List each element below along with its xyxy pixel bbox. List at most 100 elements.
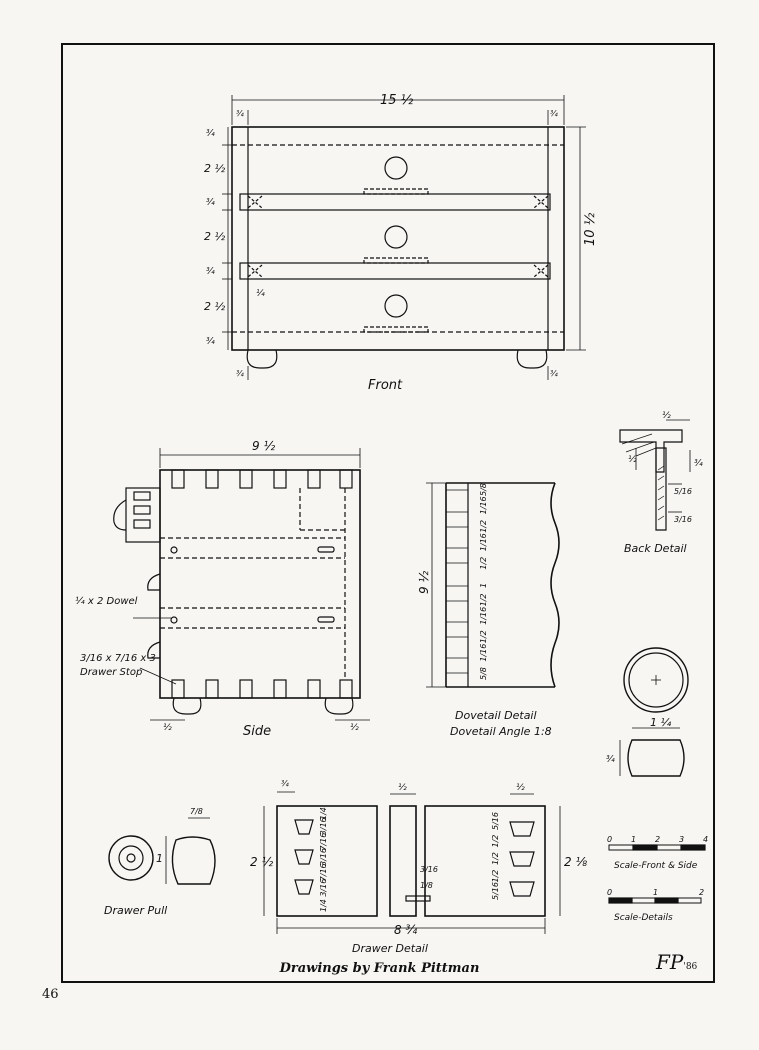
side-foot-left xyxy=(172,697,202,715)
dovetail-pin-label-10: 5/8 xyxy=(479,667,488,680)
sheet-border xyxy=(61,43,715,983)
side-label: Side xyxy=(243,724,272,739)
signature-year: '86 xyxy=(683,962,698,972)
front-rail-1 xyxy=(239,193,551,211)
dovetail-pin-label-4: 1/2 xyxy=(479,557,488,570)
front-drawer-dim-1: 2 ½ xyxy=(204,162,225,175)
front-top-right-dim: ¾ xyxy=(550,109,558,118)
drawer-back-label-4: 5/16 xyxy=(491,882,500,900)
side-half-right-dim: ½ xyxy=(350,723,359,733)
front-quarter-dim: ¼ xyxy=(256,289,265,299)
drawer-pull-label: Drawer Pull xyxy=(104,904,168,917)
drawer-front-height-dim: 2 ½ xyxy=(250,855,273,869)
dovetail-pin-label-6: 1/2 xyxy=(479,594,488,607)
drawer-back-labels: 5/161/21/21/25/16 xyxy=(491,812,500,900)
back-dim-a: ½ xyxy=(662,411,671,421)
dovetail-pin-label-9: 1/16 xyxy=(479,644,488,662)
dovetail-pin-label-7: 1/16 xyxy=(479,607,488,625)
drawer-front-label-1: 3/16 xyxy=(319,817,328,835)
drawer-back-label-3: 1/2 xyxy=(491,870,500,883)
drawer-stop-label: Drawer Stop xyxy=(80,667,143,678)
drawer-front-label-2: 7/16 xyxy=(319,833,328,851)
dovetail-detail xyxy=(426,482,560,688)
scale-details-label: Scale-Details xyxy=(614,913,673,923)
side-front-profile xyxy=(125,487,161,543)
front-foot-left-dim: ¾ xyxy=(236,369,244,378)
drawer-detail xyxy=(263,791,561,934)
dovetail-pin-label-3: 1/16 xyxy=(479,533,488,551)
drawer-front-thick-dim: ¾ xyxy=(281,779,289,788)
side-view xyxy=(113,448,370,721)
dovetail-pin-labels: 5/81/161/21/161/211/21/161/21/165/8 xyxy=(479,483,488,680)
pull-width-dim: 1 ¼ xyxy=(650,716,671,729)
dovetail-pin-label-2: 1/2 xyxy=(479,520,488,533)
drawer-back-label-0: 5/16 xyxy=(491,812,500,830)
front-rail-dim-1: ¾ xyxy=(206,129,215,139)
side-width-dim: 9 ½ xyxy=(252,439,275,453)
front-foot-right xyxy=(516,349,548,369)
scale-fs-tick-4: 4 xyxy=(703,835,708,844)
drawer-front-label-6: 1/4 xyxy=(319,899,328,912)
back-dim-e: 3/16 xyxy=(674,515,692,524)
drawer-pull xyxy=(108,817,216,885)
drawer-back-height-dim: 2 ⅛ xyxy=(564,855,587,869)
front-view xyxy=(222,95,586,380)
front-pull-1 xyxy=(384,156,408,180)
drawer-front-label-5: 3/16 xyxy=(319,879,328,897)
front-top-left-dim: ¾ xyxy=(236,109,244,118)
drawer-back-label-2: 1/2 xyxy=(491,852,500,865)
scale-d-tick-0: 0 xyxy=(607,888,612,897)
drawer-front-label-4: 7/16 xyxy=(319,863,328,881)
front-foot-right-dim: ¾ xyxy=(550,369,558,378)
scale-fs-tick-3: 3 xyxy=(679,835,684,844)
dovetail-pin-label-1: 1/16 xyxy=(479,496,488,514)
dovetail-pin-label-5: 1 xyxy=(479,583,488,588)
dovetail-detail-label: Dovetail Detail xyxy=(455,709,537,722)
artist-signature: FP'86 xyxy=(656,950,697,974)
side-foot-right xyxy=(324,697,354,715)
signature-initials: FP xyxy=(656,950,684,974)
back-dim-b: ½ xyxy=(628,455,637,465)
scale-fs-tick-0: 0 xyxy=(607,835,612,844)
front-drawer-dim-2: 2 ½ xyxy=(204,230,225,243)
drawer-groove2-dim: 1/8 xyxy=(420,881,433,890)
scale-fs-tick-1: 1 xyxy=(631,835,636,844)
drawer-groove-dim: 3/16 xyxy=(420,865,438,874)
back-detail xyxy=(619,419,691,531)
drawing-credit: Drawings by Frank Pittman xyxy=(279,961,480,976)
front-width-dim: 15 ½ xyxy=(380,93,414,108)
drawer-back-label-1: 1/2 xyxy=(491,835,500,848)
scale-front-side-label: Scale-Front & Side xyxy=(614,861,698,871)
drawer-detail-label: Drawer Detail xyxy=(352,942,428,955)
dovetail-angle-label: Dovetail Angle 1:8 xyxy=(450,725,552,738)
drawer-pull-side-dim: 1 xyxy=(156,852,163,865)
dovetail-height-dim: 9 ½ xyxy=(417,571,431,594)
side-half-left-dim: ½ xyxy=(163,723,172,733)
front-pull-2 xyxy=(384,225,408,249)
side-panel xyxy=(159,469,361,699)
back-dim-d: 5/16 xyxy=(674,487,692,496)
pull-detail xyxy=(619,647,689,777)
drawer-half-dim: ½ xyxy=(398,783,407,793)
drawer-front-labels: 1/43/167/163/167/163/161/4 xyxy=(319,807,328,912)
front-drawer-dim-3: 2 ½ xyxy=(204,300,225,313)
dovetail-pin-label-8: 1/2 xyxy=(479,630,488,643)
drawer-pull-top-dim: 7/8 xyxy=(190,807,203,816)
scale-d-tick-2: 2 xyxy=(699,888,704,897)
drawer-stop-size-label: 3/16 x 7/16 x 3 xyxy=(80,653,156,664)
front-carcase xyxy=(231,126,565,351)
pull-height-dim: ¾ xyxy=(606,755,615,765)
back-detail-label: Back Detail xyxy=(624,542,687,555)
drawer-front-label-3: 3/16 xyxy=(319,848,328,866)
scale-d-tick-1: 1 xyxy=(653,888,658,897)
front-foot-left xyxy=(246,349,278,369)
front-label: Front xyxy=(368,378,403,393)
drawer-length-dim: 8 ¾ xyxy=(394,923,417,937)
front-height-dim: 10 ½ xyxy=(583,212,598,246)
dovetail-pin-label-0: 5/8 xyxy=(479,483,488,496)
scale-bars xyxy=(608,844,706,904)
front-rail-2 xyxy=(239,262,551,280)
page-number: 46 xyxy=(42,987,59,1002)
dowel-label: ¼ x 2 Dowel xyxy=(75,596,138,607)
